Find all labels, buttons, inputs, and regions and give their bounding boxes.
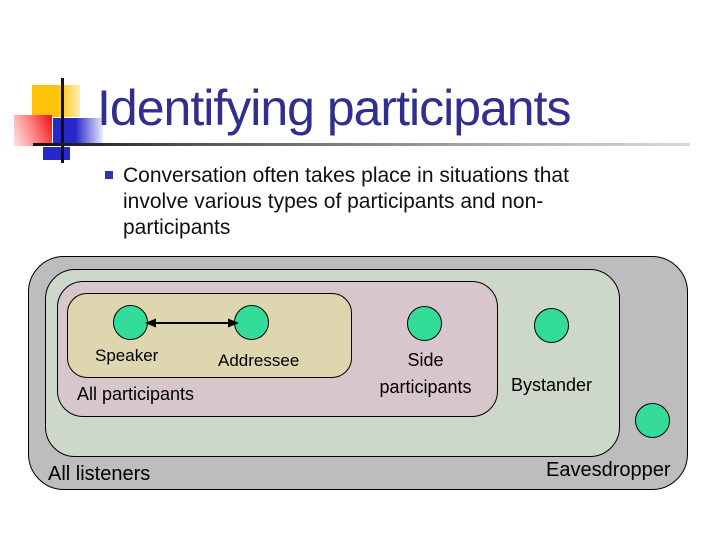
all-listeners-label: All listeners (48, 463, 151, 485)
speaker-label: Speaker (95, 346, 159, 365)
bullet-text: Conversation often takes place in situat… (123, 163, 569, 241)
logo-yellow-square (32, 85, 80, 117)
bullet-square-icon (105, 171, 113, 179)
speaker-person-icon (113, 305, 148, 340)
slide-title: Identifying participants (97, 80, 572, 136)
all-participants-label: All participants (77, 384, 195, 404)
side-participants-label-line1: Side (407, 350, 444, 370)
side-participants-label: Side participants (375, 347, 476, 401)
logo-red-square (14, 115, 52, 146)
eavesdropper-label: Eavesdropper (546, 459, 671, 481)
side-participants-label-line2: participants (379, 377, 472, 397)
title-underline-rule (33, 143, 690, 146)
eavesdropper-person-icon (635, 403, 670, 438)
side-participant-person-icon (407, 306, 442, 341)
logo-blue-small-square (43, 147, 70, 160)
zone-speaker-addressee (67, 293, 352, 378)
bullet-line-1: Conversation often takes place in situat… (123, 164, 569, 187)
logo-vertical-line (61, 78, 64, 163)
bullet-line-2: involve various types of participants an… (123, 190, 544, 213)
bystander-label: Bystander (511, 375, 593, 395)
double-arrow-icon (145, 318, 239, 328)
addressee-person-icon (234, 305, 269, 340)
bullet-line-3: participants (123, 216, 231, 239)
addressee-label: Addressee (218, 351, 300, 370)
bystander-person-icon (534, 308, 569, 343)
